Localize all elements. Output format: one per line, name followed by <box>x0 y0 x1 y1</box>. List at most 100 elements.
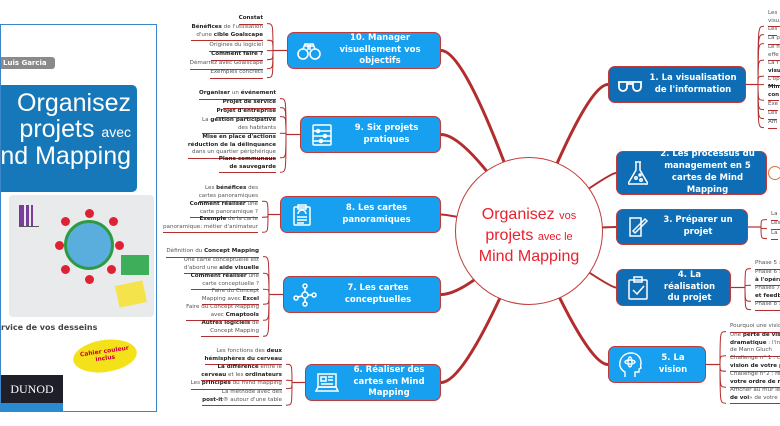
leaf-topic[interactable]: La gestion participative des habitants <box>202 117 276 135</box>
leaf-topic[interactable]: Pourquoi une visio <box>730 323 780 333</box>
leaf-topic[interactable]: Une carte conceptuelle est d'abord une a… <box>183 257 259 275</box>
book-subtitle: rvice de vos desseins <box>1 323 98 332</box>
leaf-topic[interactable]: Phase 6 : à l'opéra <box>755 269 780 287</box>
center-text: projets <box>485 226 534 244</box>
leaf-topic[interactable]: Mise en place d'actions réduction de la … <box>187 134 276 159</box>
leaf-topic[interactable]: Faire du Concept Mapping avec Cmaptools <box>186 304 259 322</box>
leaf-topic[interactable]: Le fi effe <box>768 44 780 62</box>
leaf-text: Comment réaliser <box>190 273 247 279</box>
center-text: vos <box>559 210 577 222</box>
center-text: Organisez <box>481 206 555 223</box>
topic-label: 3. Préparer un projet <box>663 215 733 237</box>
leaf-topic[interactable]: Les bénéfices des cartes panoramiques <box>198 185 258 203</box>
topic-label: 9. Six projets pratiques <box>354 122 419 145</box>
leaf-topic[interactable]: Am <box>768 119 778 129</box>
topic-node-3[interactable]: 3. Préparer un projet <box>616 209 748 245</box>
leaf-topic[interactable]: La différence entre le cerveau et les or… <box>201 364 282 382</box>
leaf-topic[interactable]: Afficher au mur le de voi» de votre <box>730 387 780 405</box>
leaf-text: » de votre <box>749 394 778 401</box>
leaf-topic[interactable]: Définition du Concept Mapping <box>166 248 259 258</box>
leaf-topic[interactable]: Comment réaliser une carte conceptuelle … <box>190 273 259 291</box>
topic-label: 8. Les cartes panoramiques <box>342 202 411 225</box>
leaf-topic[interactable]: Les <box>771 220 780 230</box>
leaf-topic[interactable]: Exemples concrets <box>210 69 263 79</box>
glasses-icon <box>617 72 643 98</box>
leaf-text: Une carte conceptuelle est d'abord une <box>183 257 259 271</box>
leaf-text: Bénéfices <box>191 24 222 30</box>
leaf-text: Exemples concrets <box>210 69 263 75</box>
leaf-topic[interactable]: Phase 5 : <box>755 260 780 270</box>
leaf-text: La p <box>768 35 780 41</box>
leaf-text: ordinateurs <box>245 371 282 378</box>
leaf-topic[interactable]: Challenge n° 1 : c vision de votre p <box>730 355 780 373</box>
book-cover: Luis Garcia Organisez projets avec nd Ma… <box>0 24 157 412</box>
leaf-text: Les <box>771 220 780 226</box>
leaf-text: Phase 5 : <box>755 260 780 266</box>
leaf-topic[interactable]: Constat <box>238 15 263 25</box>
leaf-topic[interactable]: Comment réaliser une carte panoramique ? <box>189 201 258 219</box>
leaf-topic[interactable]: L'op <box>768 76 780 86</box>
central-topic[interactable]: Organisez vos projets avec le Mind Mappi… <box>455 157 603 305</box>
leaf-text: Faire du Concept Mapping avec <box>186 304 259 318</box>
topic-node-4[interactable]: 4. La réalisation du projet <box>616 269 731 306</box>
leaf-topic[interactable]: La méthode avec des post-it® autour d'un… <box>202 389 282 407</box>
leaf-text: et feedb <box>755 292 780 299</box>
leaf-text: aide visuelle <box>219 264 259 271</box>
leaf-text: Afficher au mur le <box>730 387 780 393</box>
leaf-text: Plans communaux de sauvegarde <box>218 156 276 170</box>
leaf-topic[interactable]: Les principes du mind mapping <box>190 380 282 390</box>
topic-node-7[interactable]: 7. Les cartes conceptuelles <box>283 276 441 313</box>
leaf-text: Phase 8 : <box>755 301 780 307</box>
leaf-text: : l'in de Mann Gluch <box>730 339 780 354</box>
leaf-topic[interactable]: Projet d'entreprise <box>216 108 276 118</box>
leaf-text: Projet de service <box>222 99 276 105</box>
leaf-text: Origines du logiciel <box>209 42 263 48</box>
leaf-topic[interactable]: La p <box>768 35 780 45</box>
leaf-topic[interactable]: Bénéfices de l'utilisation d'une cible G… <box>191 24 263 42</box>
leaf-topic[interactable]: Les <box>768 26 778 36</box>
collapse-toggle[interactable] <box>768 166 780 180</box>
leaf-text: La f <box>768 60 779 66</box>
leaf-topic[interactable]: La f visu <box>768 60 780 78</box>
leaf-topic[interactable]: Phases 7 et feedb <box>755 285 780 303</box>
topic-node-6[interactable]: 6. Réaliser des cartes en Mind Mapping <box>305 364 441 401</box>
leaf-topic[interactable]: Les fonctions des deux hémisphères du ce… <box>204 348 282 366</box>
leaf-topic[interactable]: Origines du logiciel <box>209 42 263 52</box>
leaf-text: gestion participative <box>210 117 276 123</box>
topic-node-5[interactable]: 5. La vision <box>608 346 706 383</box>
book-title-line: avec <box>101 124 131 141</box>
leaf-topic[interactable]: Démarrez avec Goalscape <box>189 60 263 70</box>
leaf-topic[interactable]: Projet de service <box>222 99 276 109</box>
leaf-topic[interactable]: Faire du Concept Mapping avec Excel <box>201 288 259 306</box>
leaf-text: des cartes panoramiques <box>198 185 258 199</box>
leaf-topic[interactable]: Min con <box>768 84 780 102</box>
leaf-text: du mind mapping <box>230 380 282 386</box>
leaf-topic[interactable]: Une perte de visi dramatique : l'in de M… <box>730 332 780 357</box>
topic-node-1[interactable]: 1. La visualisation de l'information <box>608 66 746 103</box>
leaf-topic[interactable]: La <box>771 211 778 221</box>
leaf-topic[interactable]: Organiser un événement <box>198 90 276 100</box>
leaf-topic[interactable]: Les <box>768 110 778 120</box>
pencil-paper-icon <box>625 214 651 240</box>
topic-node-8[interactable]: 8. Les cartes panoramiques <box>280 196 441 233</box>
leaf-topic[interactable]: Les visua <box>768 10 780 28</box>
leaf-topic[interactable]: Exemple de la carte panoramique: métier … <box>162 216 258 234</box>
leaf-topic[interactable]: Exe <box>768 101 779 111</box>
leaf-topic[interactable]: Plans communaux de sauvegarde <box>218 156 276 174</box>
leaf-topic[interactable]: Comment faire ? <box>211 51 263 61</box>
leaf-topic[interactable]: La <box>771 230 778 240</box>
leaf-topic[interactable]: Challenge n°2 : ré votre ordre de m <box>730 371 780 389</box>
leaf-text: vision de votre p <box>730 362 780 369</box>
topic-node-10[interactable]: 10. Manager visuellement vos objectifs <box>287 32 441 69</box>
leaf-text: un <box>230 90 241 96</box>
topic-node-9[interactable]: 9. Six projets pratiques <box>300 116 441 153</box>
leaf-text: des habitants <box>237 124 276 131</box>
leaf-topic[interactable]: Phase 8 : <box>755 301 780 311</box>
topic-node-2[interactable]: 2. Les processus du management en 5 cart… <box>616 149 767 195</box>
leaf-text: Faire du Concept Mapping avec <box>201 288 259 302</box>
leaf-text: Excel <box>242 295 259 302</box>
leaf-topic[interactable]: Autres logiciels de Concept Mapping <box>201 320 259 338</box>
leaf-text: La <box>771 230 778 236</box>
leaf-text: La différence <box>217 364 259 370</box>
